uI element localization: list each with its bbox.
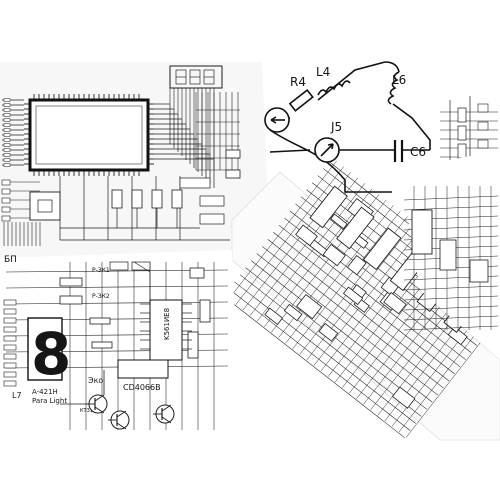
label-j5: J5 [330,120,342,134]
bus-lines [154,88,241,188]
meter-j5: J5 [314,120,395,163]
counter-circuit [3,261,229,430]
capacitor-c6: C6 [393,140,430,162]
chip-k561: K561ИЕ8 [149,299,183,361]
under-chip-circuits [3,176,230,246]
seven-seg-display: 8 A-421H Para Light L7 [12,317,71,405]
label-eco: Эко [88,376,103,385]
label-display-sub: Para Light [32,397,67,405]
resistor-r4: R4 [288,75,314,112]
sheet-top-left [0,62,270,258]
sheet-middle-right [223,160,500,441]
sheet-bottom-left: БП 8 A-421H Para Light L7 K561ИЕ8 CD4066… [0,250,240,440]
label-r3k2: Р-ЗК2 [92,293,110,300]
label-chip-cd4066: CD4066B [123,383,161,392]
display-digit: 8 [31,320,71,388]
left-pin-labels [1,98,40,222]
chip-cd4066: CD4066B [117,359,169,392]
label-c6: C6 [410,145,426,159]
inductor-l6: L6 [384,61,431,150]
label-display-code: A-421H [32,388,58,396]
label-l7: L7 [12,391,22,400]
qfp-chip [24,94,154,176]
label-r4: R4 [290,75,306,89]
label-kt315: КТ315 [80,408,96,414]
sheet-right [400,150,500,360]
label-r3k1: Р-ЗК1 [92,267,110,274]
inductor-l4: L4 [316,65,351,96]
label-bp: БП [4,255,17,265]
label-l4: L4 [316,65,330,79]
rotated-logic-circuits [223,160,500,438]
source-left [264,107,290,133]
transistors [60,370,175,430]
label-chip-k561: K561ИЕ8 [163,308,171,340]
display-block-top [169,65,223,89]
label-l6: L6 [392,73,406,87]
